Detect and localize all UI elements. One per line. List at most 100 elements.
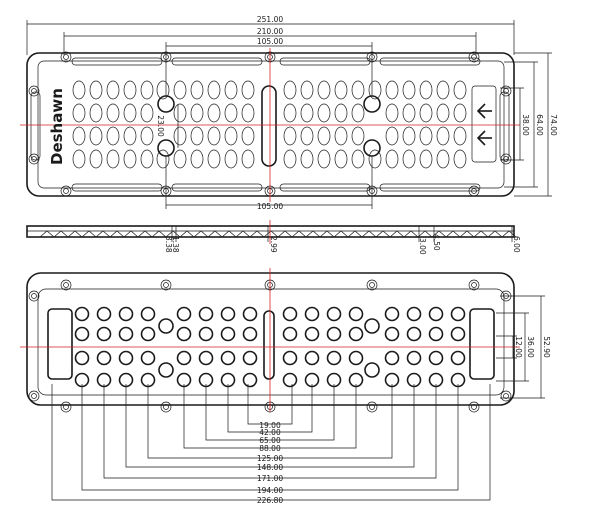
left-end-slot: [30, 91, 41, 161]
rib: [305, 230, 321, 238]
rib: [487, 230, 503, 238]
dim-2-99: 2.99: [269, 236, 278, 253]
round-hole: [220, 306, 236, 322]
oval-hole: [334, 80, 348, 100]
round-hole: [326, 350, 342, 366]
oval-hole: [334, 103, 348, 123]
dim-23: 23.00: [156, 115, 165, 137]
dim-6-00: 6.00: [512, 236, 521, 253]
oval-hole: [173, 126, 187, 146]
oval-hole: [351, 103, 365, 123]
dim-125: 125.00: [257, 454, 283, 463]
oval-hole: [123, 80, 137, 100]
rib: [179, 230, 195, 238]
round-hole: [406, 350, 422, 366]
round-hole: [220, 350, 236, 366]
round-hole: [363, 95, 381, 113]
oval-hole: [123, 126, 137, 146]
side-view: 1.38 3.38 2.99 3.00 4.50 6.00: [26, 220, 521, 255]
round-hole: [282, 372, 298, 388]
rib: [207, 230, 223, 238]
oval-hole: [453, 149, 467, 169]
screw-hole: [468, 279, 480, 291]
oval-hole: [241, 103, 255, 123]
round-hole: [384, 306, 400, 322]
oval-hole: [190, 103, 204, 123]
dim-148: 148.00: [257, 463, 283, 472]
dimension-bracket: [147, 384, 393, 459]
round-hole: [384, 350, 400, 366]
oval-hole: [351, 126, 365, 146]
center-long-slot: [261, 85, 277, 167]
screw-hole-inner: [369, 282, 375, 288]
round-hole: [242, 372, 258, 388]
dim-171: 171.00: [257, 474, 283, 483]
round-hole: [450, 350, 466, 366]
screw-hole: [500, 390, 512, 402]
round-hole: [198, 306, 214, 322]
top-inner-frame: [37, 60, 505, 189]
round-hole: [282, 306, 298, 322]
oval-hole: [72, 149, 86, 169]
oval-hole: [156, 80, 170, 100]
round-hole: [118, 306, 134, 322]
screw-hole-inner: [471, 188, 477, 194]
rib: [39, 230, 55, 238]
dim-194: 194.00: [257, 486, 283, 495]
round-hole: [304, 326, 320, 342]
oval-hole: [224, 149, 238, 169]
screw-hole-inner: [31, 88, 37, 94]
center-long-slot: [263, 310, 275, 380]
right-arrow-panel: [471, 85, 497, 163]
dim-42: 42.00: [259, 428, 281, 437]
oval-hole: [173, 103, 187, 123]
screw-hole-inner: [471, 404, 477, 410]
rib: [319, 230, 335, 238]
oval-hole: [385, 103, 399, 123]
oval-hole: [123, 103, 137, 123]
arrow-icon: [476, 103, 492, 119]
screw-hole: [60, 279, 72, 291]
screw-hole-inner: [63, 282, 69, 288]
oval-hole: [436, 80, 450, 100]
oval-hole: [300, 149, 314, 169]
rib: [193, 230, 209, 238]
round-hole: [450, 326, 466, 342]
oval-hole: [351, 149, 365, 169]
rib: [403, 230, 419, 238]
rib: [501, 230, 517, 238]
bottom-view: 52.90 36.00 12.00 19.00 42.00 65.00 88.0…: [20, 268, 551, 505]
bottom-dimension-brackets: [51, 384, 491, 501]
oval-hole: [89, 126, 103, 146]
dim-210: 210.00: [257, 27, 283, 36]
dimension-bracket: [247, 384, 293, 425]
screw-hole: [60, 185, 72, 197]
round-hole: [220, 326, 236, 342]
top-slot: [379, 57, 481, 66]
screw-hole: [28, 85, 40, 97]
oval-hole: [241, 126, 255, 146]
rib: [333, 230, 349, 238]
oval-hole: [351, 80, 365, 100]
dim-64: 64.00: [535, 114, 544, 136]
oval-hole: [190, 149, 204, 169]
oval-hole: [453, 126, 467, 146]
screw-hole-inner: [63, 188, 69, 194]
round-hole: [406, 326, 422, 342]
screw-hole-inner: [63, 404, 69, 410]
rib: [277, 230, 293, 238]
oval-hole: [402, 149, 416, 169]
dimension-bracket: [227, 384, 313, 433]
top-outer-frame: [26, 52, 515, 197]
dimension-bracket: [103, 384, 437, 479]
rib: [291, 230, 307, 238]
oval-hole: [368, 149, 382, 169]
round-hole: [176, 306, 192, 322]
screw-hole: [366, 401, 378, 413]
screw-hole-inner: [31, 393, 37, 399]
oval-hole: [89, 103, 103, 123]
dim-105-top: 105.00: [257, 37, 283, 46]
oval-hole: [419, 126, 433, 146]
oval-hole: [224, 126, 238, 146]
oval-hole: [72, 80, 86, 100]
